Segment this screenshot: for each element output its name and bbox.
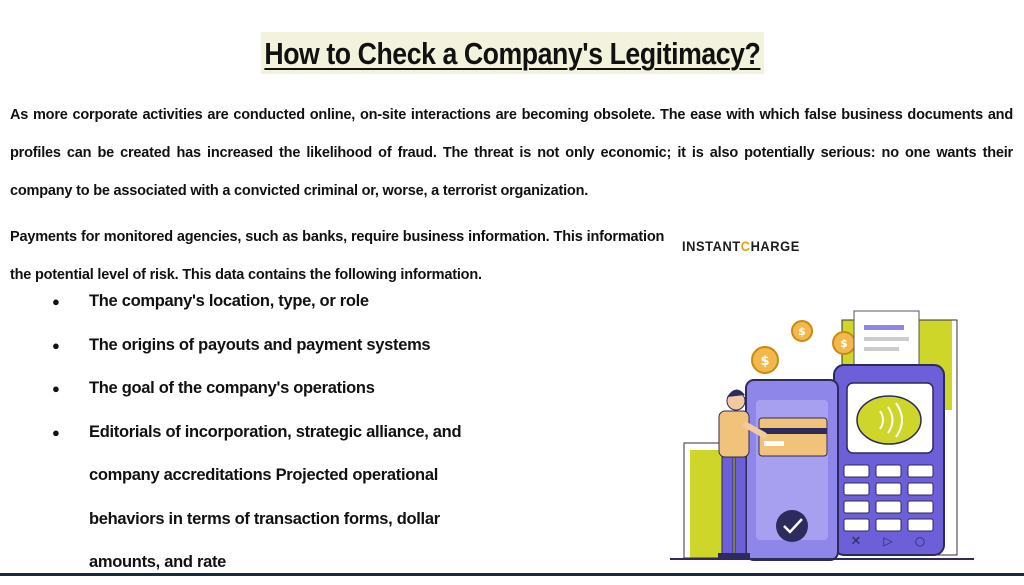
logo-text-b: C (740, 238, 751, 254)
list-item-text: Editorials of incorporation, strategic a… (89, 422, 462, 572)
bullet-icon: ● (52, 424, 60, 440)
list-item-text: The goal of the company's operations (89, 379, 375, 397)
payment-illustration: $ $ $ ✕ (664, 225, 1014, 570)
svg-text:$: $ (840, 337, 848, 350)
payment-illustration-svg: $ $ $ ✕ (670, 310, 974, 561)
svg-text:▷: ▷ (883, 534, 893, 548)
intro-paragraph: As more corporate activities are conduct… (10, 107, 1013, 199)
svg-text:$: $ (760, 354, 769, 369)
coin-icon: $ (791, 320, 813, 342)
list-item: ● Editorials of incorporation, strategic … (52, 411, 469, 585)
coin-icon: $ (832, 331, 856, 355)
list-item: ● The goal of the company's operations (52, 367, 469, 411)
svg-text:✕: ✕ (851, 534, 862, 549)
bullet-icon: ● (52, 381, 60, 396)
bullet-icon: ● (52, 337, 60, 353)
bullet-list: ● The company's location, type, or role ●… (52, 280, 469, 585)
payment-terminal-icon: ✕ ▷ ○ (833, 364, 945, 556)
svg-text:$: $ (798, 325, 806, 338)
list-item-text: The origins of payouts and payment syste… (89, 335, 431, 354)
logo-text-c: HARGE (750, 238, 800, 254)
phone-icon (745, 379, 839, 561)
brand-logo: INSTANTCHARGE (682, 238, 800, 254)
coin-icon: $ (751, 346, 779, 374)
list-item-text: The company's location, type, or role (89, 292, 369, 310)
bullet-icon: ● (52, 294, 60, 309)
logo-text-a: INSTANT (682, 238, 741, 254)
list-item: ● The origins of payouts and payment syst… (52, 324, 469, 368)
svg-text:○: ○ (915, 534, 925, 548)
person-icon (718, 389, 767, 559)
list-item: ● The company's location, type, or role (52, 280, 469, 324)
title-wrap: How to Check a Company's Legitimacy? (0, 32, 1024, 74)
bottom-border (0, 573, 1024, 576)
page-title: How to Check a Company's Legitimacy? (260, 32, 764, 74)
